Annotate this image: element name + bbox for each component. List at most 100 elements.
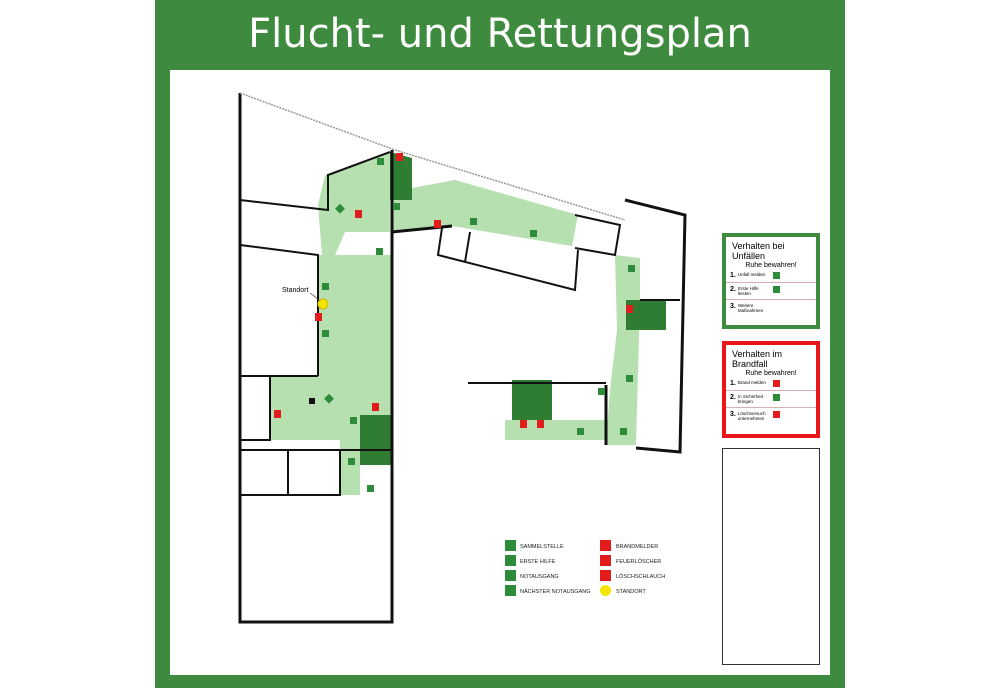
arrow-icon [324,393,334,404]
facade-north [239,92,626,221]
step-number: 1. [730,380,736,387]
accident-subtitle: Ruhe bewahren! [745,262,797,269]
corridor-north [390,180,578,246]
stairwell [360,415,392,465]
first-aid-icon [505,555,516,566]
emergency-exit-icon [393,203,400,210]
accident-step: 3.Weitere Maßnahmen [726,300,816,316]
fire-hose-icon [396,153,403,161]
step-label: Löschversuch unternehmen [737,411,766,421]
step-label: Brand melden [737,380,766,385]
arrow-down-icon [322,330,329,337]
emergency-exit-icon [350,417,357,424]
corridor-north-west [318,152,390,255]
plan-panel [170,70,830,675]
accident-title: Verhalten bei Unfällen [732,241,785,261]
walls [238,92,687,624]
first-aid-icon [376,248,383,255]
fire-hose-icon [537,420,544,428]
corridor-main [318,255,392,376]
arrow-left-icon [620,428,627,435]
hall-south [270,376,392,495]
arrow-right-icon [505,585,516,596]
location-marker-icon [317,298,329,310]
accident-step: 2.Erste Hilfe leisten [726,283,816,300]
legend-label: BRANDMELDER [616,544,658,550]
notes-box [722,448,820,665]
arrow-left-icon [577,428,584,435]
fire-step: 2.In Sicherheit bringen [726,391,816,408]
page-title: Flucht- und Rettungsplan [248,11,752,57]
step-number: 1. [730,272,736,279]
legend-label: LÖSCHSCHLAUCH [616,573,665,580]
wall [240,450,341,496]
emergency-exit-icon [598,388,605,395]
emergency-exit-icon [772,394,780,401]
fire-extinguisher-icon [434,220,441,228]
fire-step: 3.Löschversuch unternehmen [726,408,816,424]
emergency-exit-icon [505,570,516,581]
arrow-left-icon [470,218,477,225]
fire-hose-icon [372,403,379,411]
arrow-up-icon [626,375,633,382]
stairwell [626,300,666,330]
first-aid-icon [367,485,374,492]
first-aid-icon [772,286,780,293]
location-label: Standort [282,287,309,294]
escape-routes [270,152,640,495]
stairwells [360,152,666,465]
legend-label: STANDORT [616,589,646,595]
step-number: 2. [730,394,736,401]
fire-instructions: Verhalten im Brandfall Ruhe bewahren! 1.… [722,341,820,438]
step-number: 2. [730,286,736,293]
phone-icon [772,272,780,279]
step-label: Weitere Maßnahmen [737,303,764,313]
accident-step: 1.Unfall melden [726,269,816,283]
corridor-east [606,255,640,445]
accident-instructions: Verhalten bei Unfällen Ruhe bewahren! 1.… [722,233,820,329]
step-label: Erste Hilfe leisten [737,286,759,296]
arrow-down-icon [628,265,635,272]
wall [239,244,319,376]
fire-extinguisher-icon [315,313,322,321]
fire-extinguisher-icon [274,410,281,418]
location-pointer [309,292,319,300]
fire-step: 1.Brand melden [726,377,816,391]
wall [239,151,391,212]
fire-subtitle: Ruhe bewahren! [745,370,797,377]
legend-label: NOTAUSGANG [520,574,559,580]
step-number: 3. [730,411,736,418]
legend-label: SAMMELSTELLE [520,544,564,550]
column [309,398,315,404]
step-number: 3. [730,303,736,310]
fire-extinguisher-icon [600,555,611,566]
step-label: In Sicherheit bringen [737,394,763,404]
arrow-up-icon [322,283,329,290]
legend-label: NÄCHSTER NOTAUSGANG [520,588,591,595]
wall-west-wing [238,93,394,624]
arrow-left-icon [530,230,537,237]
arrow-up-icon [348,458,355,465]
fire-extinguisher-icon [626,305,633,313]
wall [574,214,622,257]
stairwell [512,380,552,420]
fire-title: Verhalten im Brandfall [732,349,783,369]
fire-hose-icon [600,570,611,581]
emergency-exit-icon [377,158,384,165]
step-label: Unfall melden [737,272,766,277]
fire-extinguisher-icon [355,210,362,218]
wall [240,376,271,441]
legend: SAMMELSTELLE ERSTE HILFE NOTAUSGANG NÄCH… [505,540,665,596]
fire-alarm-icon [600,540,611,551]
wall [464,231,471,263]
assembly-point-icon [505,540,516,551]
fire-extinguisher-icon [772,411,780,418]
fire-extinguisher-icon [520,420,527,428]
wall [436,227,579,292]
fire-alarm-icon [772,380,780,387]
plan-icons [274,153,635,492]
wall-east-wing [624,198,687,454]
stairwell [390,152,412,200]
legend-label: ERSTE HILFE [520,559,556,565]
